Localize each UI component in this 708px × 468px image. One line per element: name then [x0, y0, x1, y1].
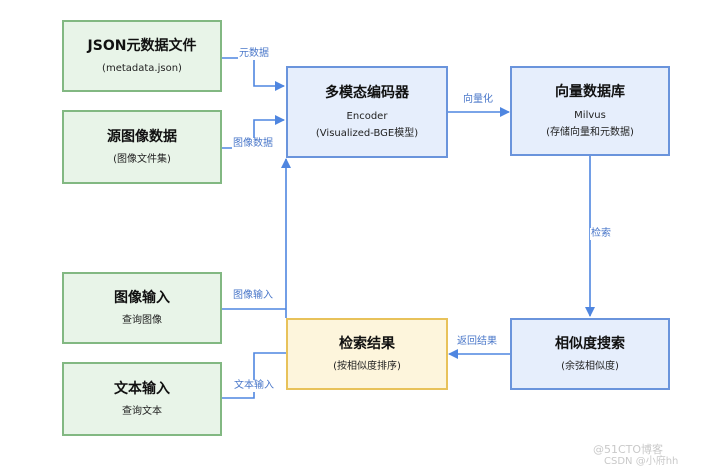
edge-label-vectorize: 向量化: [462, 94, 494, 106]
node-json-file: JSON元数据文件 (metadata.json): [62, 20, 222, 92]
node-title: 多模态编码器: [325, 84, 409, 101]
node-subtitle-line2: (Visualized-BGE模型): [315, 127, 419, 139]
edge-label-retrieve: 检索: [590, 228, 612, 240]
edge-label-image-input: 图像输入: [232, 290, 274, 302]
node-results: 检索结果 (按相似度排序): [286, 318, 448, 390]
node-text-input: 文本输入 查询文本: [62, 362, 222, 436]
node-title: 相似度搜索: [555, 335, 625, 352]
node-subtitle: 查询文本: [122, 405, 162, 417]
watermark-csdn: CSDN @小府hh: [604, 456, 679, 467]
node-image-input: 图像输入 查询图像: [62, 272, 222, 344]
node-similarity-search: 相似度搜索 (余弦相似度): [510, 318, 670, 390]
edge-label-metadata: 元数据: [238, 48, 270, 60]
node-title: 图像输入: [114, 289, 170, 306]
node-subtitle-line2: (存储向量和元数据): [546, 126, 634, 138]
node-encoder: 多模态编码器 Encoder (Visualized-BGE模型): [286, 66, 448, 158]
edge-text-input: [221, 352, 286, 399]
node-title: 源图像数据: [107, 128, 177, 145]
node-subtitle: (metadata.json): [102, 62, 182, 74]
node-subtitle: (图像文件集): [113, 153, 171, 165]
node-title: JSON元数据文件: [87, 37, 197, 54]
edge-label-image-data: 图像数据: [232, 138, 274, 150]
watermark-51cto: @51CTO博客: [593, 443, 664, 456]
edge-metadata: [221, 57, 285, 91]
node-subtitle-line1: Milvus: [574, 109, 606, 121]
edge-label-text-input: 文本输入: [233, 380, 275, 392]
node-vector-db: 向量数据库 Milvus (存储向量和元数据): [510, 66, 670, 156]
node-title: 向量数据库: [555, 83, 625, 100]
node-title: 检索结果: [339, 335, 395, 352]
edge-label-return-results: 返回结果: [456, 336, 498, 348]
node-subtitle: 查询图像: [122, 314, 162, 326]
node-subtitle-line1: Encoder: [346, 110, 388, 122]
node-title: 文本输入: [114, 380, 170, 397]
node-subtitle: (按相似度排序): [333, 360, 401, 372]
node-image-data: 源图像数据 (图像文件集): [62, 110, 222, 184]
node-subtitle: (余弦相似度): [561, 360, 619, 372]
